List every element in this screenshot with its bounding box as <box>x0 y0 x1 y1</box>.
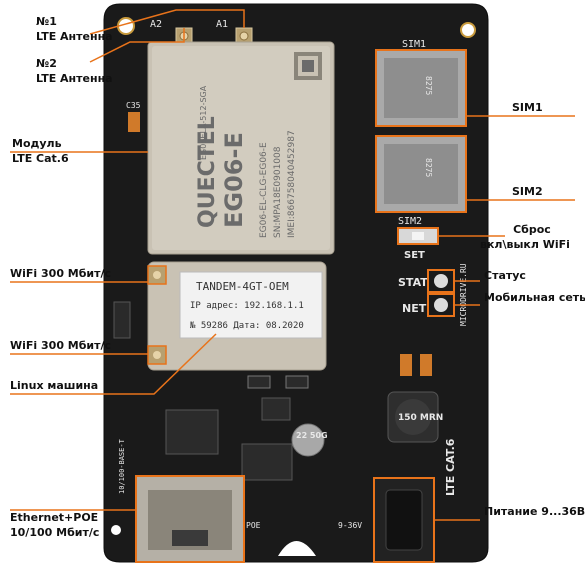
silk-sim2-tray: 8275 <box>424 158 433 177</box>
silk-sim1: SIM1 <box>402 39 426 50</box>
callout-status-line1: Статус <box>484 269 526 282</box>
mount-hole-bottom-left <box>111 525 121 535</box>
electrolytic-capacitor <box>291 423 325 457</box>
callout-power: Питание 9...36В <box>484 504 585 519</box>
wifi-module-ip: IP адрес: 192.168.1.1 <box>190 301 304 311</box>
silk-a2: A2 <box>150 19 162 30</box>
wifi-module-serial: № 59286 Дата: 08.2020 <box>189 321 304 331</box>
resistor-1a0-1 <box>247 375 271 389</box>
lte-module-line2: SN:MPA18E0901008 <box>273 146 283 238</box>
lte-module-line4: EG06-EL-CLG-EG06-E <box>259 142 269 238</box>
callout-wifi2-line1: WiFi 300 Мбит/с <box>10 339 112 352</box>
silk-a1: A1 <box>216 19 228 30</box>
silk-set: SET <box>404 250 425 261</box>
ic-chip-top <box>261 397 291 421</box>
lte-module-line1: EG06ELA-512-SGA <box>199 85 208 160</box>
callout-sim1: SIM1 <box>512 100 543 115</box>
callout-linux-line1: Linux машина <box>10 379 99 392</box>
inductor-label: 150 MRN <box>398 413 443 423</box>
callout-antenna2: №2 LTE Антенна <box>36 56 113 86</box>
line-linux <box>10 333 217 395</box>
callout-sim2-line1: SIM2 <box>512 185 543 198</box>
silk-stat: STAT <box>398 276 428 289</box>
callout-ethernet-line1: Ethernet+POE <box>10 511 99 524</box>
callout-antenna2-line1: №2 <box>36 57 57 70</box>
callout-wifi1-line1: WiFi 300 Мбит/с <box>10 267 112 280</box>
callout-status: Статус <box>484 268 526 283</box>
callout-antenna1-line1: №1 <box>36 15 57 28</box>
ethernet-phy-chip <box>165 409 219 455</box>
capacitor-c35 <box>128 112 140 132</box>
callout-antenna1-line2: LTE Антенна <box>36 30 113 43</box>
callout-sim2: SIM2 <box>512 184 543 199</box>
callout-antenna2-line2: LTE Антенна <box>36 72 113 85</box>
callout-lines <box>10 9 575 521</box>
silk-sim1-tray: 8275 <box>424 76 433 95</box>
lte-module-line3: IMEI:866758040452987 <box>287 130 297 238</box>
callout-linux: Linux машина <box>10 378 98 393</box>
pin-header <box>113 301 131 339</box>
line-antenna1 <box>89 9 245 35</box>
mount-hole-top-right <box>460 22 476 38</box>
silk-poe: POE <box>246 521 261 530</box>
silk-eth: 10/100-BASE-T <box>118 438 126 494</box>
callout-power-line1: Питание 9...36В <box>484 505 585 518</box>
silk-model: LTE CAT.6 <box>444 438 457 496</box>
callout-lte-module: Модуль LTE Cat.6 <box>12 136 69 166</box>
callout-lte-module-line2: LTE Cat.6 <box>12 152 69 165</box>
lte-module-brand: QUECTEL <box>195 116 220 228</box>
callout-ethernet: Ethernet+POE 10/100 Мбит/с <box>10 510 99 540</box>
silk-net: NET <box>402 302 427 315</box>
callout-wifi1: WiFi 300 Мбит/с <box>10 266 111 281</box>
callout-ethernet-line2: 10/100 Мбит/с <box>10 526 100 539</box>
ic-chip-center <box>241 443 293 481</box>
wifi-module-title: TANDEM-4GT-OEM <box>196 280 289 293</box>
resistor-1a0-2 <box>285 375 309 389</box>
capacitor-c39 <box>420 354 432 376</box>
lte-module-model: EG06-E <box>220 132 248 228</box>
wifi-module-sticker <box>179 271 323 339</box>
callout-reset-line1: Сброс <box>513 223 551 236</box>
callout-sim1-line1: SIM1 <box>512 101 543 114</box>
silk-sim2: SIM2 <box>398 216 422 227</box>
capacitor-c38 <box>400 354 412 376</box>
callout-antenna1: №1 LTE Антенна <box>36 14 113 44</box>
cap-label: 22 50G <box>296 431 328 440</box>
silk-site: MICRODRIVE.RU <box>459 263 468 326</box>
callout-mobile: Мобильная сеть <box>484 290 585 305</box>
mount-slot-bottom <box>278 541 316 556</box>
callout-wifi2: WiFi 300 Мбит/с <box>10 338 111 353</box>
callout-reset: Сброс вкл\выкл WiFi <box>480 222 570 252</box>
callout-lte-module-line1: Модуль <box>12 137 62 150</box>
silk-volt: 9-36V <box>338 521 362 530</box>
silk-c35: C35 <box>126 101 141 110</box>
line-antenna2 <box>89 28 185 63</box>
callout-reset-line2: вкл\выкл WiFi <box>480 238 570 251</box>
callout-mobile-line1: Мобильная сеть <box>484 291 585 304</box>
